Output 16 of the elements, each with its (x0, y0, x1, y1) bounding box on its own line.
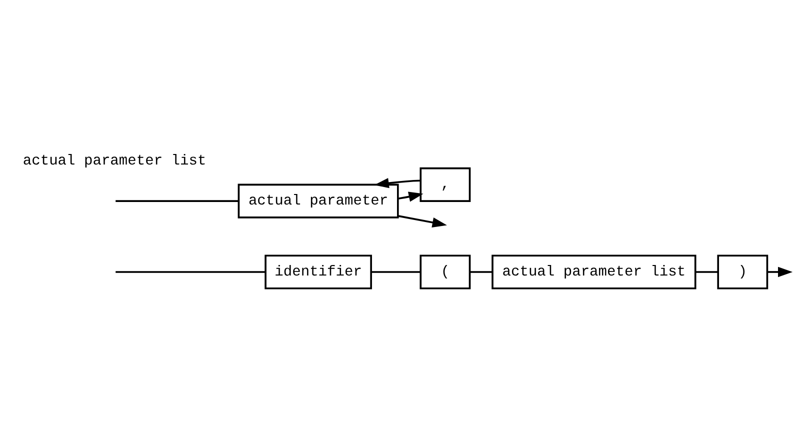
arrow (374, 178, 421, 188)
node-box: actual parameter (238, 183, 399, 218)
node-box: ) (717, 254, 768, 289)
node-box: actual parameter list (492, 254, 696, 289)
node-box: ( (420, 254, 471, 289)
arrow (398, 191, 424, 202)
arrow (767, 266, 793, 277)
label: actual parameter list (22, 152, 206, 169)
connector (470, 270, 492, 272)
connector (116, 270, 266, 272)
connector (371, 270, 421, 272)
node-box: , (420, 166, 471, 202)
arrow (398, 214, 447, 227)
connector (116, 200, 238, 202)
connector (696, 270, 718, 272)
node-box: identifier (264, 254, 372, 289)
